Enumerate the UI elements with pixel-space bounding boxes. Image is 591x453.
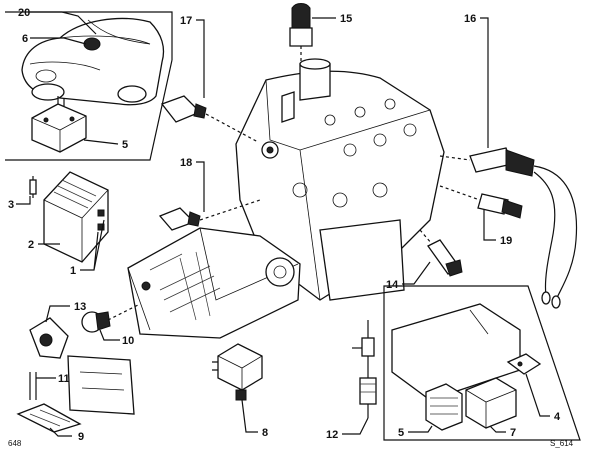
footer-left-code: 648 [8, 439, 22, 448]
callout-11: 11 [58, 373, 70, 385]
callout-5-top: 5 [122, 139, 128, 151]
callout-19: 19 [500, 235, 512, 247]
engine-bolts [261, 98, 417, 208]
callout-3: 3 [8, 199, 14, 211]
sensor-14 [419, 229, 463, 277]
callout-1: 1 [70, 265, 76, 277]
sensor-15 [289, 3, 313, 64]
relay-5-br [425, 383, 463, 431]
callout-labels: 20 6 5 3 2 1 17 18 15 16 19 14 10 13 11 … [8, 7, 561, 443]
sensor-17 [160, 95, 259, 143]
inset-frame-br [383, 285, 581, 441]
sensor-19 [439, 185, 523, 219]
callout-7: 7 [510, 427, 516, 439]
relay-7 [465, 377, 517, 429]
callout-9: 9 [78, 431, 84, 443]
bracket-assembly [16, 317, 135, 433]
sensor-16 [439, 147, 578, 309]
callout-5-bottom: 5 [398, 427, 404, 439]
callout-14: 14 [386, 279, 399, 291]
callout-10: 10 [122, 335, 134, 347]
footer-right-code: S_614 [550, 439, 574, 448]
callout-12: 12 [326, 429, 338, 441]
callout-18: 18 [180, 157, 192, 169]
callout-8: 8 [262, 427, 268, 439]
control-unit [43, 171, 109, 263]
car-inset [5, 11, 173, 161]
callout-17: 17 [180, 15, 192, 27]
callout-6: 6 [22, 33, 28, 45]
part-8 [212, 343, 263, 401]
engine-block [235, 58, 445, 301]
callout-16: 16 [464, 13, 476, 25]
connector-4 [506, 353, 542, 375]
bottom-right-inset [383, 285, 581, 441]
car-body [21, 17, 165, 106]
leader-lines [16, 11, 550, 437]
callout-2: 2 [28, 239, 34, 251]
highlight-part-icon [83, 37, 101, 51]
oil-sump [319, 219, 405, 301]
callout-20: 20 [18, 7, 30, 19]
gearbox [127, 227, 301, 339]
sensor-18 [158, 199, 261, 231]
fuse-small [29, 176, 37, 198]
sensor-10 [81, 303, 141, 333]
part-12 [352, 320, 377, 418]
callout-15: 15 [340, 13, 352, 25]
callout-4: 4 [554, 411, 561, 423]
callout-13: 13 [74, 301, 86, 313]
car-relay-box [31, 96, 87, 153]
